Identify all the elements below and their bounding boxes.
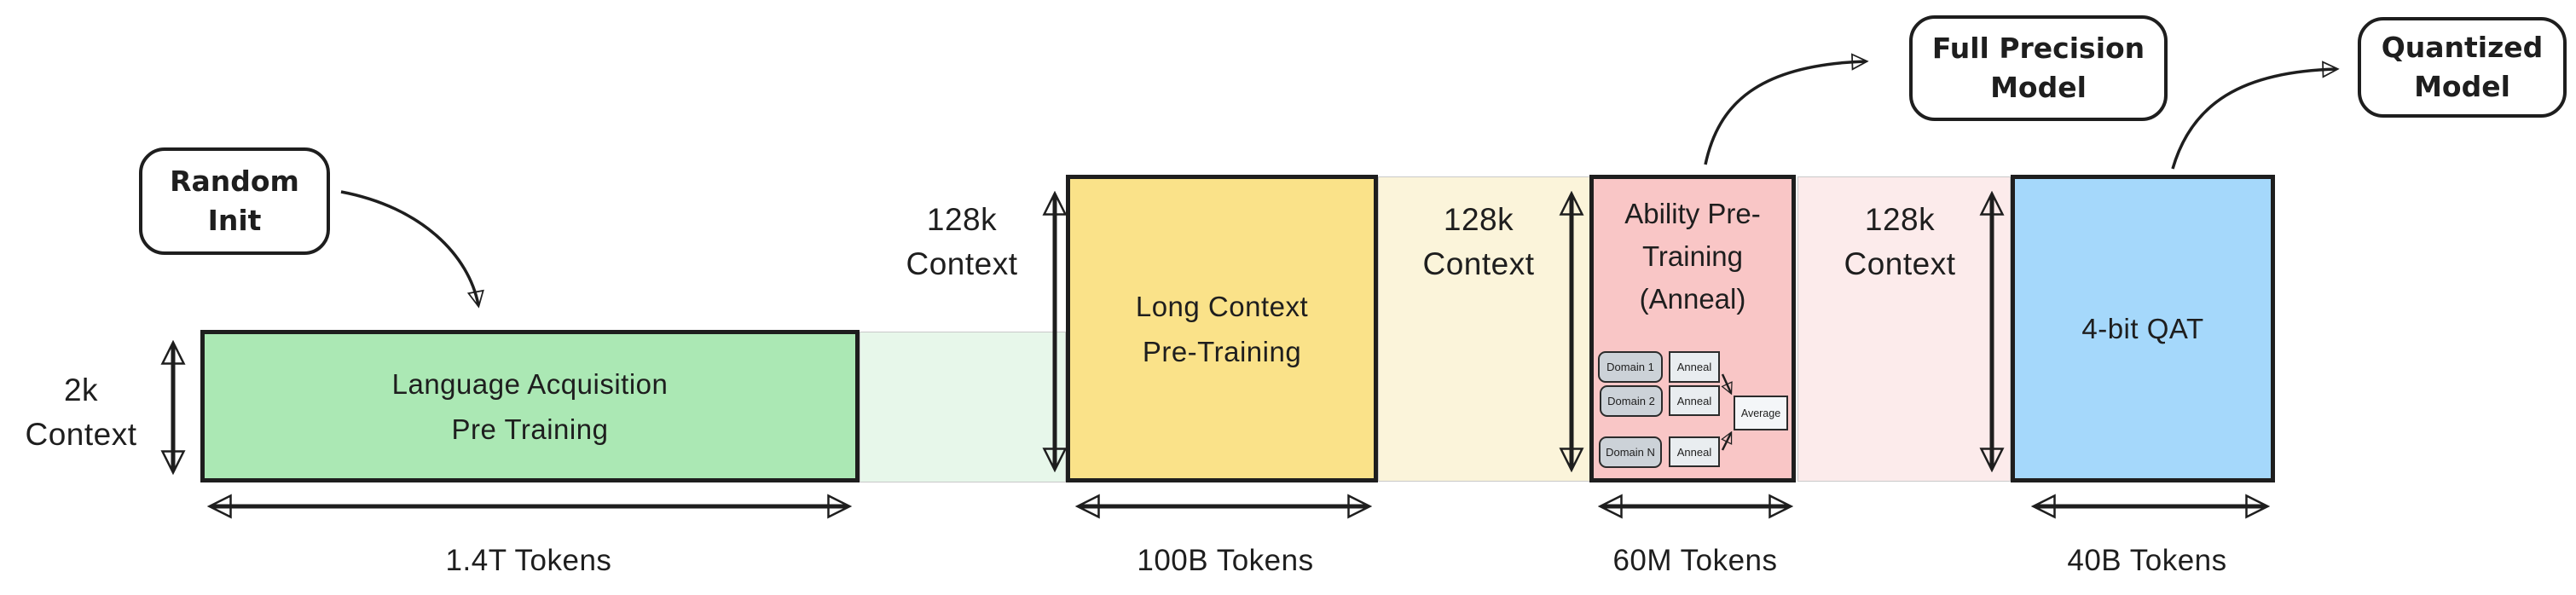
anneal-n-box: Anneal xyxy=(1669,436,1720,467)
anneal-1-label: Anneal xyxy=(1676,361,1712,373)
stage-box-4bit-qat: 4-bit QAT xyxy=(2011,175,2275,482)
stage-title-long-context: Long Context Pre-Training xyxy=(1135,290,1309,367)
stage-title-4bit-qat: 4-bit QAT xyxy=(2081,313,2204,344)
quantized-arrow xyxy=(2171,69,2336,170)
tokens-label-long-context: 100B Tokens xyxy=(1137,544,1314,577)
domain-2-box: Domain 2 xyxy=(1600,385,1663,417)
domain-1-label: Domain 1 xyxy=(1606,361,1654,373)
faded-band-language-acquisition xyxy=(860,332,1066,482)
callout-random-init: Random Init xyxy=(139,147,330,255)
average-box: Average xyxy=(1734,396,1788,430)
context-label-128k-long-context: 128k Context xyxy=(906,202,1018,281)
faded-band-long-context xyxy=(1378,176,1591,482)
context-label-128k-ability: 128k Context xyxy=(1422,202,1535,281)
domain-n-box: Domain N xyxy=(1599,436,1662,468)
tokens-label-language-acquisition: 1.4T Tokens xyxy=(445,544,612,577)
callout-quantized-model: Quantized Model xyxy=(2358,17,2567,118)
tokens-label-ability: 60M Tokens xyxy=(1612,544,1778,577)
full-precision-arrow xyxy=(1704,61,1866,165)
stage-title-language-acquisition: Language Acquisition Pre Training xyxy=(391,367,669,445)
anneal-1-box: Anneal xyxy=(1669,351,1720,383)
domain-1-box: Domain 1 xyxy=(1598,351,1663,383)
domain-n-label: Domain N xyxy=(1606,446,1655,459)
anneal-2-label: Anneal xyxy=(1676,394,1712,407)
stage-box-long-context: Long Context Pre-Training xyxy=(1066,175,1378,482)
domain-2-label: Domain 2 xyxy=(1607,395,1655,407)
stage-box-ability-pretraining: Ability Pre- Training (Anneal) xyxy=(1589,175,1796,482)
anneal-2-box: Anneal xyxy=(1669,385,1720,416)
context-label-2k: 2k Context xyxy=(25,373,137,452)
faded-band-ability-pretraining xyxy=(1797,176,2011,482)
random-init-arrow xyxy=(340,190,478,305)
context-label-128k-qat: 128k Context xyxy=(1844,202,1956,281)
callout-full-precision-model: Full Precision Model xyxy=(1909,15,2168,121)
stage-title-ability-pretraining: Ability Pre- Training (Anneal) xyxy=(1624,198,1761,315)
anneal-n-label: Anneal xyxy=(1676,445,1712,459)
stage-box-language-acquisition: Language Acquisition Pre Training xyxy=(200,330,860,482)
average-label: Average xyxy=(1740,407,1781,419)
tokens-label-qat: 40B Tokens xyxy=(2067,544,2227,577)
